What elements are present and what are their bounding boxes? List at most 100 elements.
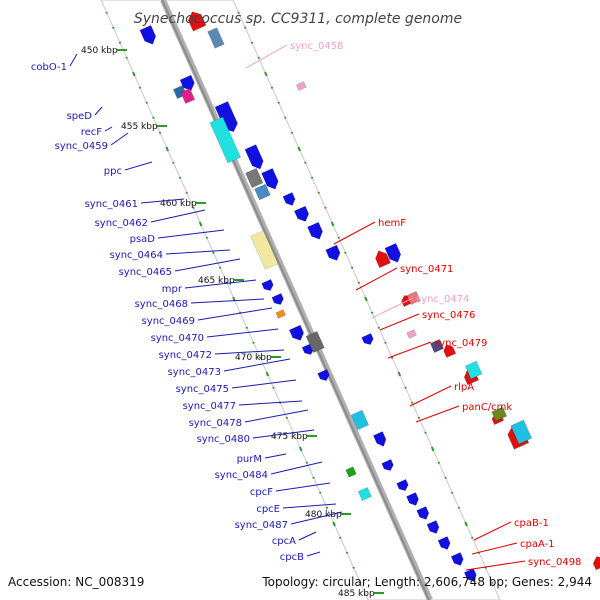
- page-title: Synechococcus sp. CC9311, complete genom…: [134, 11, 462, 27]
- band-outline: [100, 0, 501, 600]
- kbp-tick-label: 485 kbp: [338, 589, 375, 599]
- backbone-edge: [161, 0, 430, 600]
- gene-function-box: [345, 466, 357, 478]
- gene-forward-arrow: [361, 333, 374, 345]
- gene-label-right: sync_0458: [290, 41, 343, 52]
- leader-line-left: [174, 258, 241, 272]
- leader-line-right: [333, 221, 376, 245]
- gene-function-box: [406, 329, 417, 339]
- tick-dot-right: [444, 476, 447, 479]
- tick-dot-right: [317, 191, 320, 194]
- gene-label-left: cpcF: [250, 487, 273, 498]
- kbp-tick-label: 480 kbp: [305, 510, 342, 520]
- leader-line-left: [290, 511, 343, 525]
- leader-line-left: [190, 298, 265, 304]
- kbp-tick-label: 475 kbp: [271, 432, 308, 442]
- tick-dot-left: [138, 86, 142, 89]
- gene-forward-arrow: [261, 168, 279, 190]
- gene-label-left: sync_0478: [189, 418, 242, 429]
- leader-line-right: [471, 542, 518, 555]
- gene-label-left: sync_0469: [142, 316, 195, 327]
- tick-dot-right: [404, 386, 407, 389]
- leader-line-left: [197, 307, 273, 321]
- gene-label-left: sync_0468: [135, 299, 188, 310]
- tick-dot-left: [285, 416, 289, 419]
- leader-line-right: [379, 313, 420, 331]
- leader-line-left: [244, 409, 309, 423]
- gene-label-right: sync_0471: [400, 264, 453, 275]
- gene-forward-arrow: [416, 506, 430, 520]
- gene-forward-arrow: [406, 492, 419, 506]
- tick-dot-left: [272, 386, 275, 389]
- leader-line-left: [264, 453, 287, 459]
- gene-label-right: hemF: [378, 218, 406, 229]
- tick-dot-right: [377, 326, 381, 329]
- gene-function-box: [245, 167, 264, 189]
- gene-function-box: [430, 339, 444, 353]
- gene-function-box: [464, 360, 483, 380]
- tick-dot-left: [319, 491, 322, 494]
- tick-dot-left: [205, 236, 209, 239]
- tick-dot-right: [304, 161, 307, 164]
- tick-dot-left: [125, 56, 128, 59]
- tick-dot-right: [284, 116, 287, 119]
- tick-dot-right: [417, 416, 421, 419]
- gene-label-left: recF: [81, 127, 103, 138]
- tick-dot-left: [118, 41, 122, 44]
- gene-label-right: panC/cmk: [462, 402, 512, 413]
- gene-forward-arrow: [437, 536, 451, 550]
- leader-line-left: [306, 551, 321, 557]
- gene-label-left: sync_0477: [183, 401, 236, 412]
- gene-forward-arrow: [139, 25, 156, 45]
- tick-dot-right: [310, 176, 314, 179]
- gene-function-box: [350, 409, 369, 431]
- tick-dot-right: [324, 206, 327, 209]
- gene-label-left: mpr: [162, 284, 183, 295]
- gene-features: [139, 11, 600, 582]
- tick-dot-right: [364, 296, 368, 302]
- leader-line-left: [140, 198, 185, 204]
- tick-dot-right: [410, 401, 414, 404]
- leader-line-left: [206, 328, 279, 338]
- leader-line-left: [252, 429, 315, 439]
- tick-dot-left: [265, 371, 270, 377]
- gene-forward-arrow: [294, 205, 309, 222]
- tick-dot-right: [457, 506, 461, 509]
- gene-forward-arrow: [271, 293, 284, 305]
- gene-label-left: sync_0461: [85, 199, 138, 210]
- gene-label-left: speD: [67, 111, 93, 122]
- tick-dot-right: [277, 101, 280, 104]
- gene-function-box: [250, 230, 279, 270]
- gene-forward-arrow: [450, 552, 464, 566]
- tick-dot-right: [344, 251, 347, 254]
- leader-line-left: [69, 53, 78, 67]
- tick-dot-left: [298, 446, 303, 452]
- tick-dot-left: [158, 131, 162, 134]
- gene-reverse-arrow: [188, 11, 207, 32]
- leader-line-left: [124, 161, 153, 171]
- gene-label-left: sync_0487: [235, 520, 288, 531]
- tick-dot-right: [270, 86, 274, 89]
- tick-dot-left: [192, 206, 195, 209]
- tick-dot-left: [212, 251, 215, 254]
- tick-dot-left: [332, 521, 336, 527]
- gene-label-left: sync_0465: [119, 267, 172, 278]
- kbp-tick-label: 460 kbp: [160, 199, 197, 209]
- tick-dot-left: [312, 476, 315, 479]
- tick-dot-left: [145, 101, 148, 104]
- genome-backbone: [160, 0, 433, 600]
- leader-line-left: [298, 531, 317, 541]
- gene-forward-arrow: [282, 192, 296, 206]
- gene-forward-arrow: [317, 369, 330, 381]
- kbp-tick-label: 465 kbp: [198, 276, 235, 286]
- leader-line-left: [94, 106, 103, 116]
- leader-line-right: [387, 341, 432, 359]
- leader-line-left: [282, 503, 337, 509]
- tick-dot-left: [218, 266, 222, 269]
- gene-label-left: sync_0480: [197, 434, 250, 445]
- leader-line-right: [473, 521, 512, 541]
- leader-line-left: [150, 209, 206, 223]
- tick-dot-right: [390, 356, 394, 359]
